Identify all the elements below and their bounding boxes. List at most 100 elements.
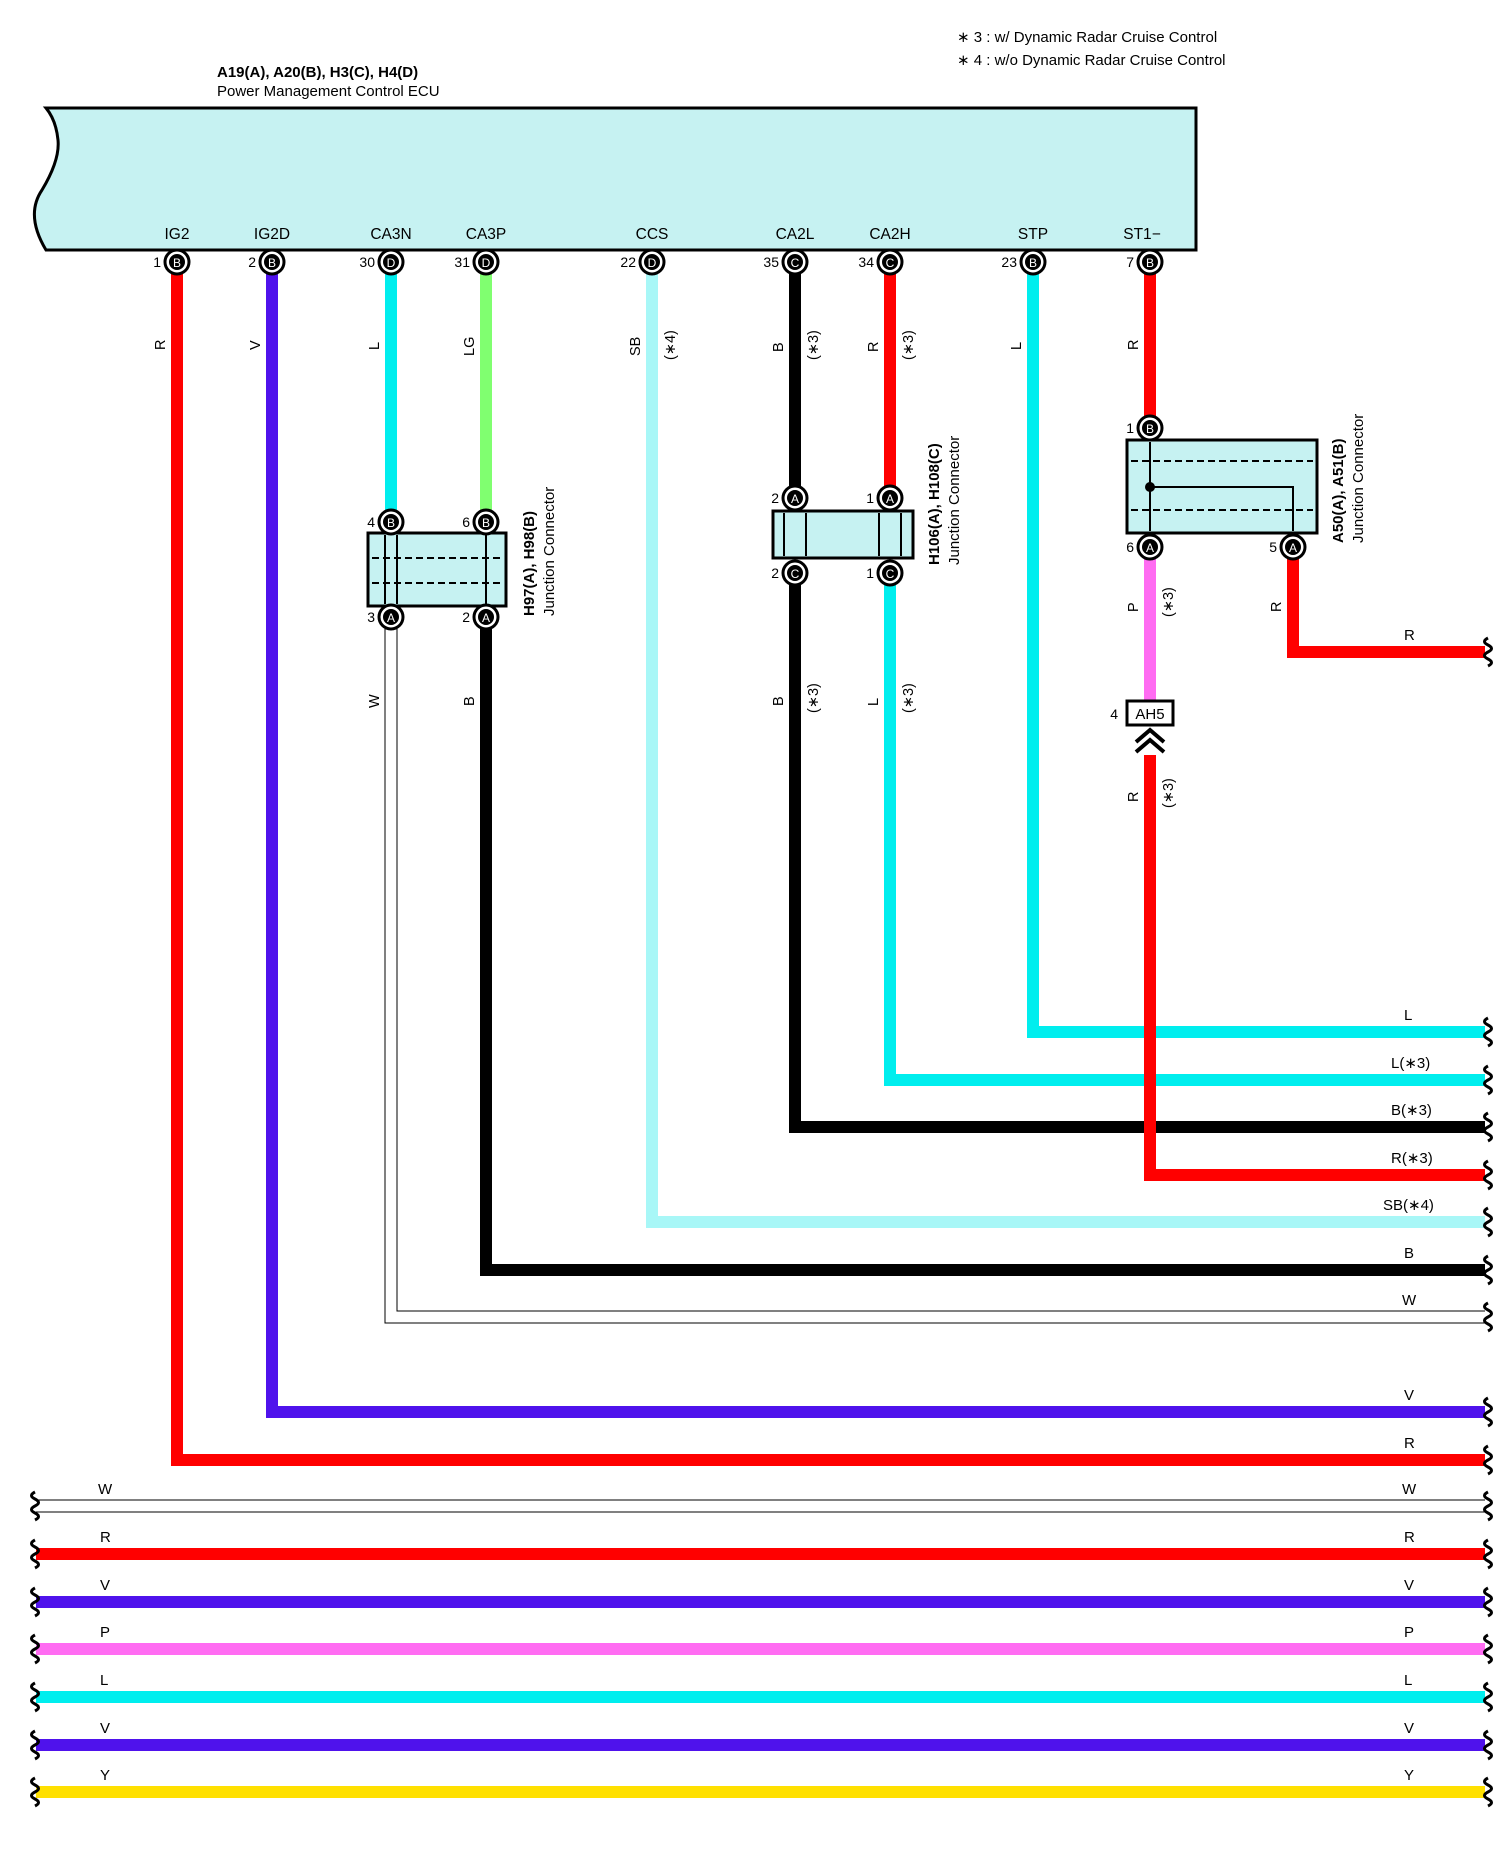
wire-ah5-r [1144,755,1485,1181]
right-label-9: R [1404,1435,1415,1452]
break-left-2 [30,1586,40,1618]
h108-pin-2c-letter: C [791,567,800,581]
ecu-pin-ig2-number: 1 [153,254,161,270]
h97-pin-4-letter: B [387,516,395,530]
ah5-pin-num: 4 [1110,706,1118,722]
bus-right-label-6: Y [1404,1767,1414,1784]
ecu-pin-ca3n-number: 30 [359,254,375,270]
ecu-pin-ccs-letter: D [648,256,657,270]
junction-a50-type: Junction Connector [1350,414,1367,543]
wire-stp-l [1027,262,1485,1038]
ecu-pin-stp: B23 [1001,248,1047,276]
h97-pin-6-number: 6 [462,514,470,530]
h106-pin-2a-number: 2 [771,490,779,506]
wire-label-ca3n: L [367,342,383,350]
break-left-1 [30,1538,40,1570]
right-label-1: L [1404,1007,1412,1024]
signal-ca3p: CA3P [466,226,507,243]
wire-note-h106-b: (∗3) [806,683,822,713]
break-right-6 [1483,1254,1493,1286]
right-label-7: W [1402,1292,1417,1309]
break-right-1 [1483,1016,1493,1048]
signal-ca2l: CA2L [776,226,815,243]
a50-pin-6-number: 6 [1126,539,1134,555]
ecu-pin-ca3p-letter: D [482,256,491,270]
break-right-10 [1483,1490,1493,1522]
signal-st1: ST1− [1123,226,1161,243]
bus-right-label-3: P [1404,1624,1414,1641]
break-right-13 [1483,1633,1493,1665]
ecu-pin-ca3n: D 30 [359,248,405,276]
bus-right-label-5: V [1404,1720,1414,1737]
wire-ig2-r [171,262,1485,1466]
break-right-7 [1483,1301,1493,1333]
wire-h106-l [884,573,1485,1086]
wire-label-ccs: SB [628,337,644,356]
break-left-6 [30,1776,40,1808]
h106-pin-2a-letter: A [791,492,799,506]
bus-right-label-1: R [1404,1529,1415,1546]
signal-ca3n: CA3N [370,226,411,243]
bus-left-label-4: L [100,1672,108,1689]
break-right-2 [1483,1064,1493,1096]
wire-ig2d-v [266,262,1485,1418]
ecu-name-label: Power Management Control ECU [217,83,440,100]
h97-pin-6-letter: B [482,516,490,530]
signal-stp: STP [1018,226,1048,243]
bus-lines [36,1499,1485,1798]
ecu-pin-ca3n-letter: D [387,256,396,270]
h106-pin-1a-letter: A [886,492,894,506]
h97-pin-2-letter: A [482,611,490,625]
vertical-wire-labels: R V L LG SB (∗4) B (∗3) R (∗3) L R W B B… [153,330,1285,808]
ah5-label: AH5 [1135,706,1164,723]
signal-ig2: IG2 [165,226,190,243]
ecu-pin-ig2d-number: 2 [248,254,256,270]
bus-left-label-2: V [100,1577,110,1594]
right-label-2: L(∗3) [1391,1055,1430,1072]
bus-left-label-1: R [100,1529,111,1546]
note-star-4: ∗ 4 : w/o Dynamic Radar Cruise Control [957,52,1226,69]
h108-pin-1c-letter: C [886,567,895,581]
junction-h97-connectors: H97(A), H98(B) [521,511,538,616]
break-right-3 [1483,1111,1493,1143]
break-left-5 [30,1729,40,1761]
ecu-box [32,106,1198,252]
a51-pin-1-letter: B [1146,422,1154,436]
wire-h106-b [789,573,1485,1133]
wire-label-a50-r: R [1269,602,1285,612]
h97-pin-6: B6 [462,508,500,536]
right-label-0: R [1404,627,1415,644]
signal-ig2d: IG2D [254,226,290,243]
h97-pin-4: B4 [367,508,405,536]
wire-ccs-sb [646,262,1485,1228]
right-label-5: SB(∗4) [1383,1197,1434,1214]
ecu-signal-labels: IG2 IG2D CA3N CA3P CCS CA2L CA2H STP ST1… [165,226,1161,243]
ecu-pin-ig2-letter: B [173,256,181,270]
wire-a50-r [1287,557,1485,658]
wire-label-ca2l: B [771,342,787,352]
wire-note-ccs: (∗4) [663,330,679,360]
ecu-pin-ca2l-letter: C [791,256,800,270]
break-right-4 [1483,1159,1493,1191]
ecu-pin-ccs: D22 [620,248,666,276]
wire-break-marks [30,636,1493,1808]
h106-pin-2a: A2 [771,484,809,512]
ecu-connectors-label: A19(A), A20(B), H3(C), H4(D) [217,64,418,81]
break-right-0 [1483,636,1493,668]
bus-left-label-5: V [100,1720,110,1737]
break-right-9 [1483,1444,1493,1476]
wire-note-h106-l: (∗3) [901,683,917,713]
wire-note-ah5: (∗3) [1161,778,1177,808]
junction-h97-type: Junction Connector [541,487,558,616]
wire-label-h97-b: B [462,696,478,706]
ecu-pin-ca2l-number: 35 [763,254,779,270]
h97-pin-4-number: 4 [367,514,375,530]
right-label-6: B [1404,1245,1414,1262]
wire-label-stp: L [1009,342,1025,350]
ecu-pin-ig2: B1 [153,248,191,276]
bus-right-label-4: L [1404,1672,1412,1689]
break-right-8 [1483,1396,1493,1428]
ecu-pin-ca3p-number: 31 [454,254,470,270]
wire-label-ah5: R [1126,792,1142,802]
